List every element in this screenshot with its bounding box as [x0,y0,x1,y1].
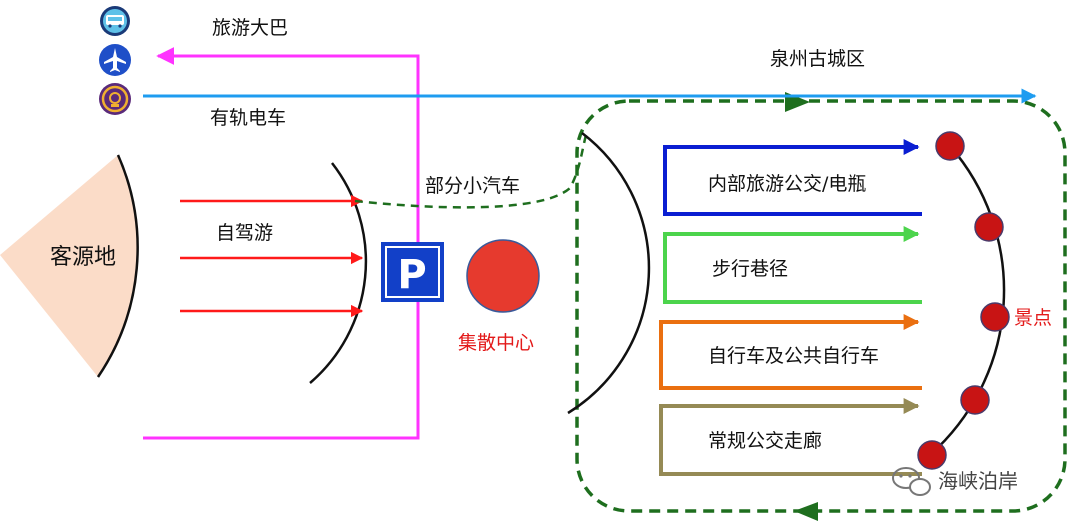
hub-circle [466,239,540,313]
parking-letter: P [397,252,426,298]
label-hub: 集散中心 [458,332,534,354]
label-bus-corridor: 常规公交走廊 [708,430,822,452]
scenic-spot-4 [960,385,990,415]
walking-lanes-loop [663,226,922,304]
label-walking-lanes: 步行巷径 [712,258,788,280]
railway-icon [99,83,131,115]
wechat-icon [892,467,931,496]
watermark-text: 海峡泊岸 [938,469,1018,493]
label-origin: 客源地 [50,245,116,270]
scenic-arc [929,145,1006,456]
scenic-spot-5 [917,440,947,470]
origin-arc [96,154,139,378]
bicycles-loop [659,314,922,390]
parking-icon: P [381,242,444,302]
scenic-spots [917,131,1010,470]
boundary-arrow-bottom [794,502,818,521]
bus-corridor-loop [659,398,922,476]
old-city-boundary [575,99,1067,513]
label-some-cars: 部分小汽车 [425,175,520,197]
label-internal-bus: 内部旅游公交/电瓶 [708,173,866,195]
bus-icon [100,6,130,36]
scenic-spot-3 [980,302,1010,332]
internal-bus-loop [663,139,922,216]
origin-sector [0,155,138,377]
boundary-arc-middle [309,162,368,384]
watermark: 海峡泊岸 [892,467,1018,496]
label-bicycles: 自行车及公共自行车 [708,345,879,367]
label-tour-bus: 旅游大巴 [212,17,288,39]
label-old-city: 泉州古城区 [770,48,865,70]
label-tram: 有轨电车 [210,107,286,129]
label-scenic-spots: 景点 [1014,307,1052,329]
label-self-drive: 自驾游 [216,222,273,244]
scenic-spot-1 [935,131,965,161]
boundary-arc-city [567,132,651,415]
scenic-spot-2 [974,212,1004,242]
airplane-icon [99,44,131,76]
